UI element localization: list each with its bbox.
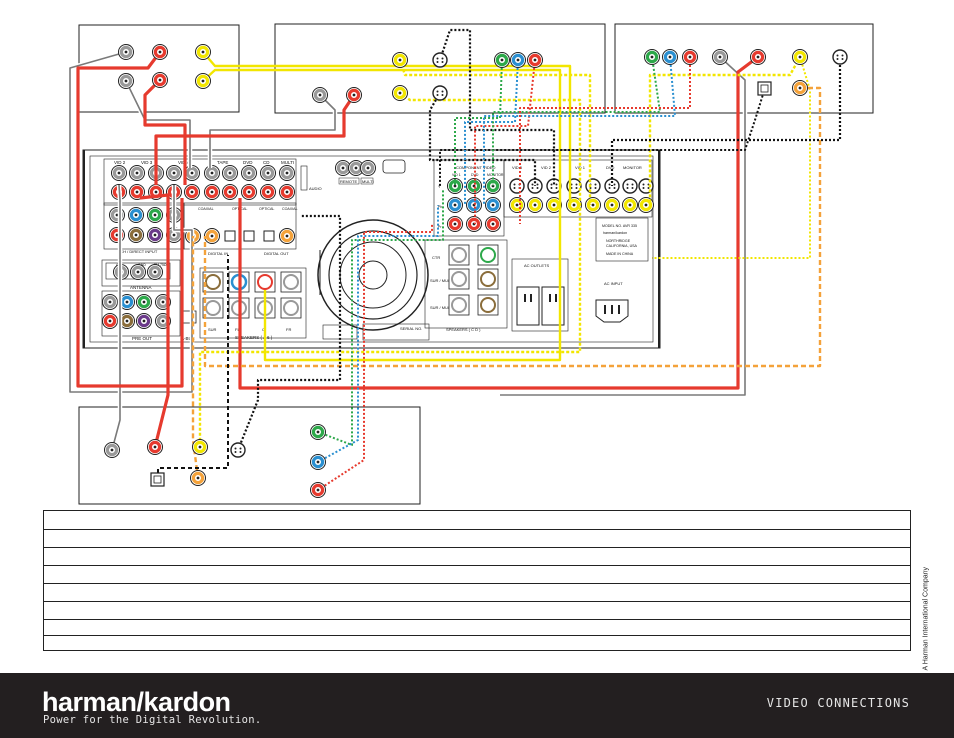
ac-outlets-label: AC OUTLETS <box>524 263 549 268</box>
model-line-4: CALIFORNIA, USA <box>606 244 638 248</box>
speaker-c: C <box>262 327 265 332</box>
antenna-fm: FM 75Ω <box>154 263 167 267</box>
wire-yellow-dvd2 <box>198 92 582 447</box>
channel-ctr: CTR <box>432 255 440 260</box>
audio-label: AUDIO <box>309 186 322 191</box>
channel-sur-r: SUR / MULTI R <box>430 278 458 283</box>
wire-green-rec <box>317 190 444 446</box>
remote-label: REMOTE <box>340 179 357 184</box>
wire-red-vcr-2 <box>143 78 187 185</box>
device-box-recorder <box>78 406 421 505</box>
tv-jacks <box>642 47 848 98</box>
fan-grille <box>317 219 429 331</box>
dvd-jacks <box>310 50 545 105</box>
model-line-3: NORTHRIDGE <box>606 239 631 243</box>
brand-tagline: Power for the Digital Revolution. <box>43 714 262 726</box>
speaker-fl: FL <box>235 327 240 332</box>
ac-input-label: AC INPUT <box>604 281 623 286</box>
wire-black-dvd-svideo2 <box>428 92 537 186</box>
recorder-jacks <box>102 422 328 500</box>
multi-label: MULTI <box>362 179 374 184</box>
brand-logo: harman/kardon <box>42 687 231 717</box>
model-line-2: harman/kardon <box>603 231 627 235</box>
jack-label-multi: MULTI <box>281 160 294 165</box>
jack-label-vid3: VID 3 <box>141 160 153 165</box>
component-row-pr: Pr <box>438 225 442 229</box>
speakers-label: SPEAKERS ( A 6 ) <box>235 335 273 340</box>
wire-red-tv <box>238 55 759 390</box>
wire-blue-rec <box>317 205 439 463</box>
serial-label: SERIAL NO. <box>400 326 422 331</box>
wire-blue-dvd <box>464 59 519 205</box>
connection-diagram: VID 2 VID 3 VID 4 TAPE DVD CD MULTI AUDI… <box>67 23 874 505</box>
component-col-monitor: MONITOR <box>487 173 504 177</box>
component-row-pb: Pb <box>438 205 442 209</box>
antenna-gnd: GND <box>138 263 146 267</box>
wire-red-recorder <box>139 193 170 448</box>
component-col-vid1: VID 1 <box>452 173 461 177</box>
video-vid2: VID 2 <box>541 165 552 170</box>
video-dvd: DVD <box>606 165 615 170</box>
side-company-text: A Harman International Company <box>917 556 931 674</box>
wire-red-vcr-1 <box>76 51 184 388</box>
wire-yellow-tv <box>648 56 802 205</box>
digital-out-label: DIGITAL OUT <box>264 251 289 256</box>
jack-label-vid2: VID 2 <box>114 160 126 165</box>
wire-black-dvd-optical <box>439 87 766 186</box>
jack-label-dvd: DVD <box>243 160 253 165</box>
wire-black-tv <box>610 57 842 186</box>
video-vid3: VID 3 <box>512 165 523 170</box>
company-text: A Harman International Company <box>922 567 930 671</box>
page-title: VIDEO CONNECTIONS <box>766 696 910 710</box>
wire-yellow-vcr-dvd <box>202 51 572 205</box>
antenna-label: ANTENNA <box>130 285 152 290</box>
wire-blue-tv <box>483 56 676 205</box>
coaxial-out-label: COAXIAL <box>282 207 298 211</box>
speaker-sur: SUR <box>208 327 217 332</box>
channel-sur-l: SUR / MULTI L <box>430 305 458 310</box>
wire-green-dvd <box>454 59 503 186</box>
model-line-5: MADE IN CHINA <box>606 252 634 256</box>
device-box-dvd <box>274 23 606 114</box>
wire-orange-tv <box>203 86 822 368</box>
wire-red-dvd-comp <box>474 59 536 224</box>
model-line-1: MODEL NO. AVR 335 <box>602 224 637 228</box>
wire-black-dvd-svideo <box>438 28 556 186</box>
preout-label: PRE OUT <box>132 336 152 341</box>
coaxial-label: COAXIAL <box>198 207 214 211</box>
speakers-b-label: SPEAKERS ( C D ) <box>446 327 481 332</box>
wire-yellow-vcr <box>202 68 562 362</box>
wire-red-rec <box>317 224 433 491</box>
jack-label-tape: TAPE <box>217 160 228 165</box>
wire-orange-recorder <box>191 236 200 479</box>
component-row-y: Y <box>438 185 441 189</box>
wire-yellow-tv2 <box>652 56 811 259</box>
digital-in-label: DIGITAL IN <box>208 251 228 256</box>
wire-red-tv-comp <box>519 57 691 224</box>
video-vid1: VID 1 <box>575 165 586 170</box>
speaker-fr: FR <box>286 327 291 332</box>
wire-black-recorder <box>236 214 342 451</box>
abus-label: A-BUS <box>181 336 195 341</box>
direct-input-label: 6CH / DIRECT INPUT <box>118 249 158 254</box>
wire-red-dvd <box>154 94 356 185</box>
notes-area <box>43 510 911 651</box>
jack-label-cd: CD <box>263 160 270 165</box>
optical-out-label: OPTICAL <box>259 207 274 211</box>
footer-bar: harman/kardon Power for the Digital Revo… <box>0 673 954 738</box>
video-monitor: MONITOR <box>623 165 642 170</box>
